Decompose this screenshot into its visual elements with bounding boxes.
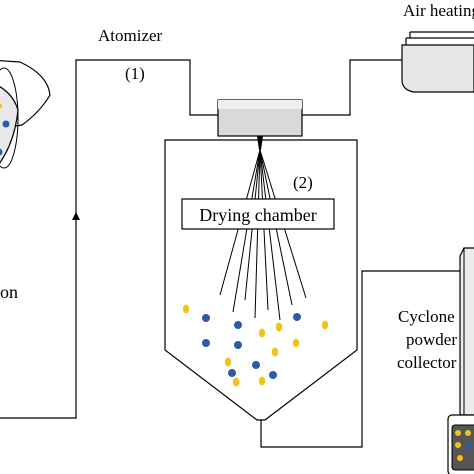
particle	[0, 103, 2, 109]
feed-label-fragment: on	[0, 282, 18, 302]
particle	[224, 357, 232, 367]
step-1-label: (1)	[125, 64, 145, 83]
particle	[202, 314, 210, 322]
atomizer-nozzle	[257, 136, 263, 150]
air-heating-label: Air heating	[403, 1, 474, 20]
feed-line	[0, 59, 218, 419]
particle	[258, 328, 266, 338]
outlet-line	[260, 270, 462, 448]
particle	[234, 341, 242, 349]
air-heating-unit	[401, 31, 474, 93]
particle	[202, 339, 210, 347]
atomizer-label: Atomizer	[98, 26, 163, 45]
drying-chamber-label-box	[181, 198, 335, 230]
particle	[457, 455, 463, 461]
particle	[228, 369, 236, 377]
particle	[293, 313, 301, 321]
particle	[252, 361, 260, 369]
particle	[465, 430, 471, 436]
particle	[455, 442, 461, 448]
feed-vessel	[0, 60, 51, 169]
particle	[465, 444, 471, 450]
chamber-particles	[182, 304, 329, 387]
step-2-label: (2)	[293, 173, 313, 192]
particle	[0, 148, 3, 156]
particle	[321, 320, 329, 330]
feed-line-arrow	[72, 212, 80, 220]
particle	[232, 377, 240, 387]
particle	[234, 321, 242, 329]
particle	[2, 120, 10, 128]
particle	[455, 430, 461, 436]
particle	[292, 338, 300, 348]
air-line	[302, 59, 402, 116]
cyclone-collector	[447, 247, 474, 474]
cyclone-label-line1: Cyclone	[398, 307, 455, 326]
drying-chamber-label: Drying chamber	[199, 205, 316, 225]
particle	[269, 371, 277, 379]
particle	[271, 347, 279, 357]
particle	[182, 304, 190, 314]
particle	[275, 322, 283, 332]
cyclone-label-line2: powder	[406, 330, 457, 349]
cyclone-label-line3: collector	[397, 353, 457, 372]
particle	[258, 376, 266, 386]
